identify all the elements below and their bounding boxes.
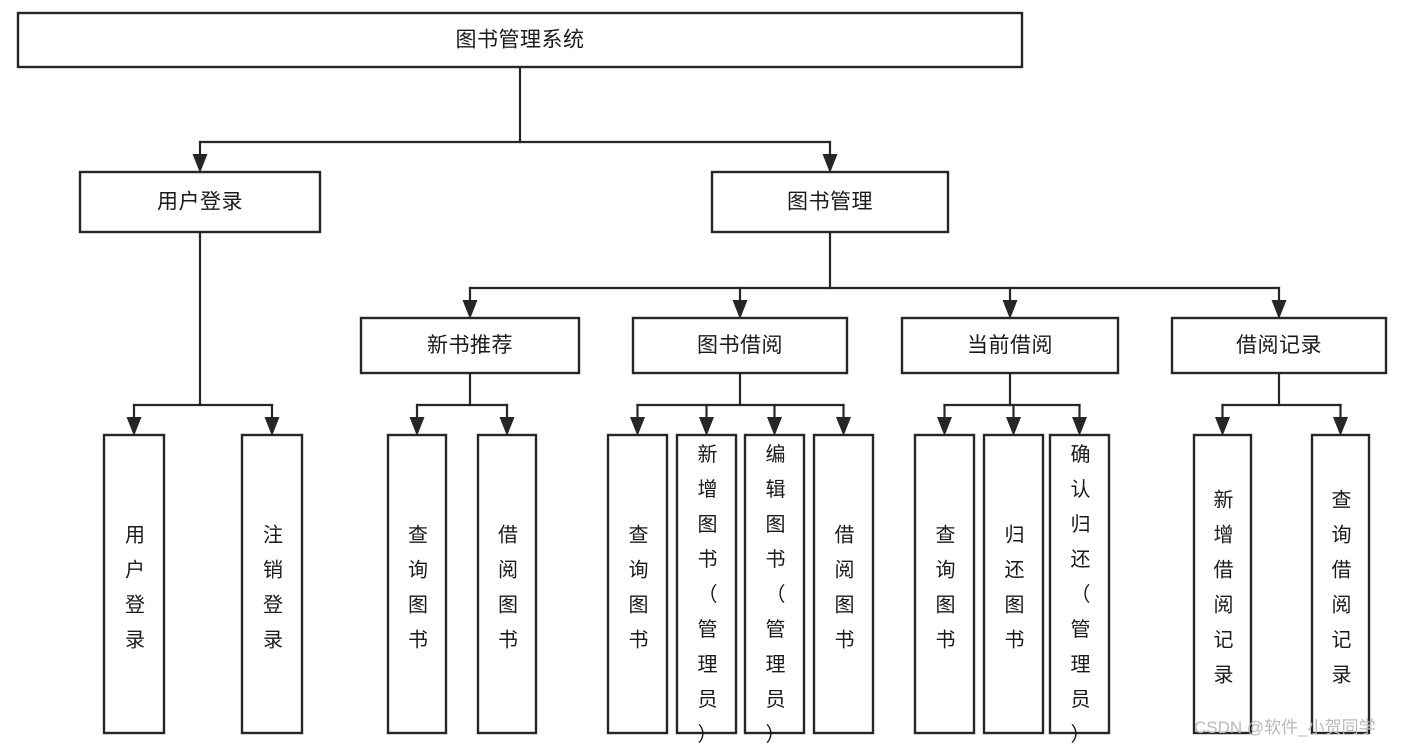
edge-arrow-icon	[499, 417, 515, 436]
level2-node-box	[78, 170, 322, 234]
edge-userlogin-to-leaves	[126, 230, 280, 436]
node-leaf-query-book-1[interactable]: 查询图书	[386, 433, 448, 735]
leaf-node-box	[675, 433, 738, 735]
node-label: 查询图书	[936, 523, 956, 651]
edge-arrow-icon	[264, 417, 280, 436]
leaf-node-box	[1192, 433, 1253, 735]
edges-layer	[126, 65, 1348, 436]
edge-arrow-icon	[767, 417, 782, 436]
node-book-management[interactable]: 图书管理	[710, 170, 950, 234]
leaf-node-box	[1048, 433, 1111, 735]
node-label: 图书管理系统	[456, 29, 585, 52]
node-label: 确认归还（管理员）	[1071, 443, 1091, 746]
leaf-node-box	[1310, 433, 1371, 735]
node-leaf-return-book[interactable]: 归还图书	[982, 433, 1045, 735]
node-leaf-query-book-3[interactable]: 查询图书	[913, 433, 976, 735]
edge-arrow-icon	[1006, 417, 1021, 436]
level2-node-box	[710, 170, 950, 234]
edge-arrow-icon	[462, 300, 478, 319]
node-leaf-confirm-return[interactable]: 确认归还（管理员）	[1048, 433, 1111, 746]
csdn-watermark: CSDN @软件_小贺同学	[1194, 718, 1376, 737]
leaf-node-box	[812, 433, 875, 735]
level3-node-box	[900, 316, 1120, 375]
node-leaf-query-book-2[interactable]: 查询图书	[606, 433, 669, 735]
node-label: 用户登录	[125, 524, 145, 651]
edge-root-to-level2	[192, 65, 838, 173]
node-leaf-add-book[interactable]: 新增图书（管理员）	[675, 433, 738, 746]
edge-arrow-icon	[699, 417, 714, 436]
edge-recommend-to-leaves	[409, 371, 515, 436]
node-label: 借阅图书	[835, 523, 855, 651]
edge-record-to-leaves	[1215, 371, 1348, 436]
nodes-layer: 图书管理系统用户登录图书管理新书推荐图书借阅当前借阅借阅记录用户登录注销登录查询…	[16, 11, 1388, 746]
leaf-node-box	[386, 433, 448, 735]
leaf-node-box	[606, 433, 669, 735]
node-leaf-borrow-book-2[interactable]: 借阅图书	[812, 433, 875, 735]
node-label: 新增借阅记录	[1214, 488, 1234, 686]
edge-bookmgmt-to-level3	[462, 230, 1287, 319]
level3-node-box	[359, 316, 581, 375]
node-leaf-borrow-book-1[interactable]: 借阅图书	[476, 433, 538, 735]
node-label: 借阅记录	[1236, 334, 1322, 357]
edge-arrow-icon	[937, 417, 952, 436]
node-label: 用户登录	[157, 191, 243, 214]
node-root[interactable]: 图书管理系统	[16, 11, 1024, 69]
edge-arrow-icon	[732, 300, 748, 319]
edge-arrow-icon	[192, 154, 208, 173]
leaf-node-box	[982, 433, 1045, 735]
edge-arrow-icon	[1215, 417, 1230, 436]
level3-node-box	[631, 316, 849, 375]
node-new-book-recommend[interactable]: 新书推荐	[359, 316, 581, 375]
node-label: 图书借阅	[697, 334, 783, 357]
node-label: 编辑图书（管理员）	[766, 443, 786, 746]
edge-arrow-icon	[1002, 300, 1018, 319]
edge-arrow-icon	[1072, 417, 1087, 436]
node-current-borrow[interactable]: 当前借阅	[900, 316, 1120, 375]
leaf-node-box	[743, 433, 806, 735]
edge-arrow-icon	[836, 417, 851, 436]
node-label: 图书管理	[787, 191, 873, 214]
node-leaf-add-record[interactable]: 新增借阅记录	[1192, 433, 1253, 735]
node-label: 查询借阅记录	[1332, 488, 1352, 686]
leaf-node-box	[240, 433, 304, 735]
node-borrow-record[interactable]: 借阅记录	[1170, 316, 1388, 375]
level3-node-box	[1170, 316, 1388, 375]
leaf-node-box	[476, 433, 538, 735]
edge-arrow-icon	[1333, 417, 1348, 436]
node-label: 归还图书	[1005, 523, 1025, 651]
node-label: 查询图书	[629, 523, 649, 651]
node-user-login[interactable]: 用户登录	[78, 170, 322, 234]
leaf-node-box	[102, 433, 166, 735]
edge-borrow-to-leaves	[630, 371, 851, 436]
edge-arrow-icon	[822, 154, 838, 173]
node-label: 注销登录	[263, 523, 283, 651]
node-leaf-query-record[interactable]: 查询借阅记录	[1310, 433, 1371, 735]
edge-arrow-icon	[126, 417, 142, 436]
node-label: 当前借阅	[967, 334, 1053, 357]
node-label: 查询图书	[408, 523, 428, 651]
leaf-node-box	[913, 433, 976, 735]
node-label: 新书推荐	[427, 334, 513, 357]
node-book-borrow[interactable]: 图书借阅	[631, 316, 849, 375]
edge-arrow-icon	[409, 417, 425, 436]
node-label: 借阅图书	[498, 523, 518, 651]
root-node-box	[16, 11, 1024, 69]
edge-current-to-leaves	[937, 371, 1087, 436]
node-label: 新增图书（管理员）	[698, 443, 718, 746]
edge-arrow-icon	[630, 417, 645, 436]
node-leaf-edit-book[interactable]: 编辑图书（管理员）	[743, 433, 806, 746]
node-leaf-user-login[interactable]: 用户登录	[102, 433, 166, 735]
node-leaf-logout[interactable]: 注销登录	[240, 433, 304, 735]
edge-arrow-icon	[1271, 300, 1287, 319]
